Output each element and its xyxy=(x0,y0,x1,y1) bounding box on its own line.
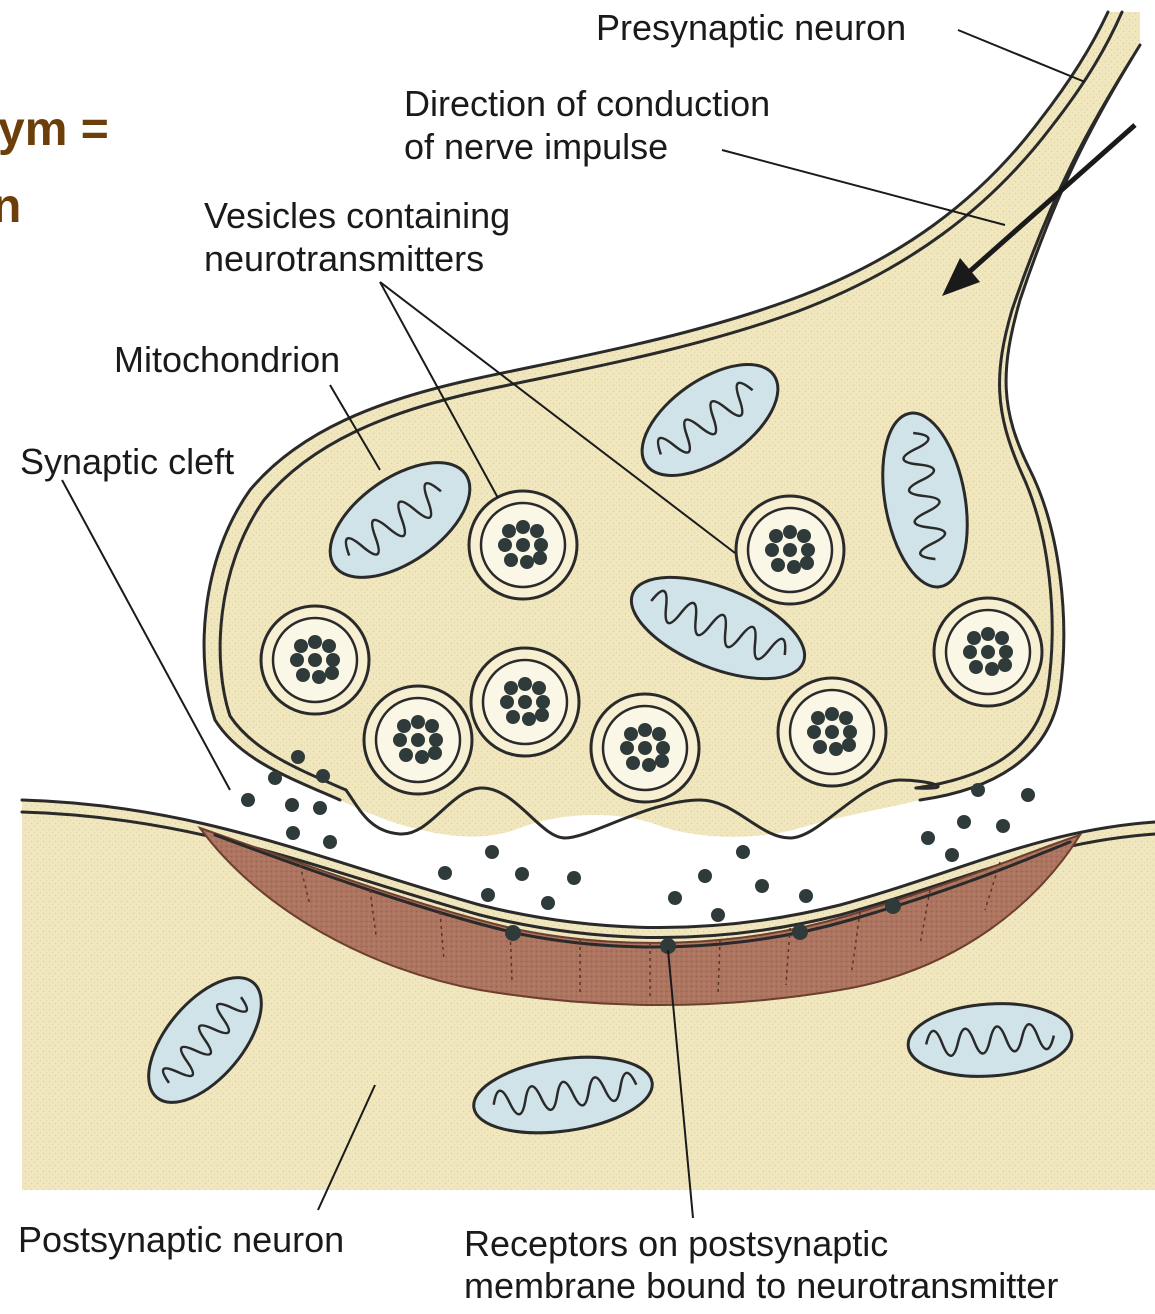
vesicle xyxy=(364,686,472,794)
label-vesicles-line2: neurotransmitters xyxy=(204,238,484,279)
label-direction-line1: Direction of conduction xyxy=(404,83,770,124)
label-direction-line2: of nerve impulse xyxy=(404,126,668,167)
fragment-text-top: ym = xyxy=(0,103,109,156)
vesicle xyxy=(469,491,577,599)
label-postsynaptic-neuron: Postsynaptic neuron xyxy=(18,1219,344,1260)
label-presynaptic-neuron: Presynaptic neuron xyxy=(596,7,906,48)
fragment-text-second: n xyxy=(0,180,21,233)
vesicle xyxy=(261,606,369,714)
label-synaptic-cleft: Synaptic cleft xyxy=(20,441,234,482)
label-vesicles-line1: Vesicles containing xyxy=(204,195,510,236)
vesicle xyxy=(591,694,699,802)
vesicle xyxy=(471,648,579,756)
vesicle xyxy=(736,496,844,604)
label-mitochondrion: Mitochondrion xyxy=(114,339,340,380)
vesicle xyxy=(934,598,1042,706)
label-receptors-line2: membrane bound to neurotransmitter xyxy=(464,1265,1058,1306)
label-receptors-line1: Receptors on postsynaptic xyxy=(464,1223,888,1264)
vesicle xyxy=(778,678,886,786)
